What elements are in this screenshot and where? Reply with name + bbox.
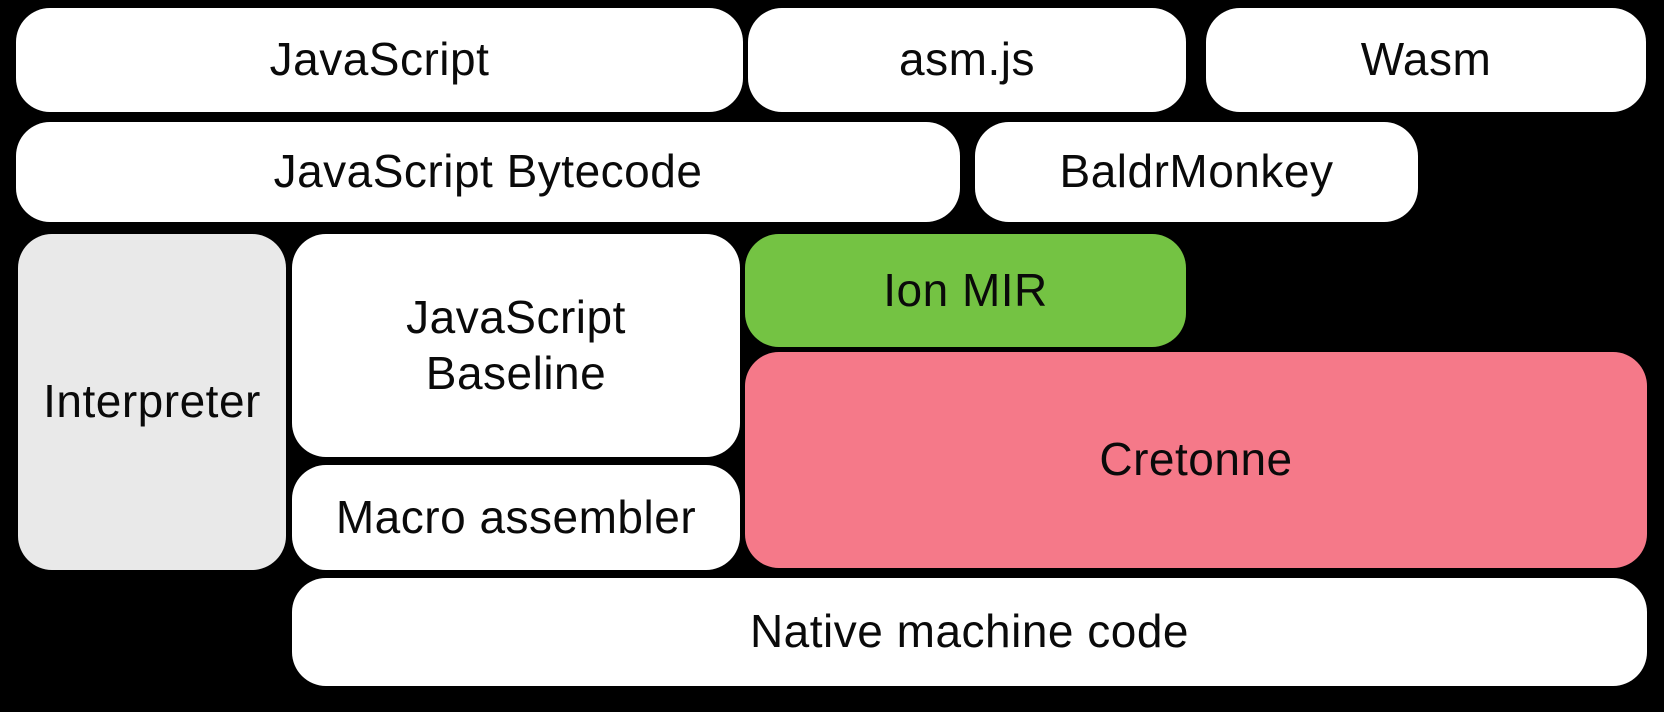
- node-wasm: Wasm: [1206, 8, 1646, 112]
- node-native-machine-code-label: Native machine code: [749, 605, 1190, 658]
- node-cretonne: Cretonne: [745, 352, 1647, 568]
- node-asmjs-label: asm.js: [899, 33, 1035, 86]
- node-baldrmonkey-label: BaldrMonkey: [1059, 145, 1334, 198]
- node-javascript-label: JavaScript: [269, 33, 490, 86]
- node-native-machine-code: Native machine code: [292, 578, 1647, 686]
- node-javascript-baseline: JavaScript Baseline: [292, 234, 740, 457]
- node-macro-assembler: Macro assembler: [292, 465, 740, 570]
- node-wasm-label: Wasm: [1360, 33, 1492, 86]
- node-interpreter-label: Interpreter: [43, 375, 261, 428]
- node-asmjs: asm.js: [748, 8, 1186, 112]
- node-macro-assembler-label: Macro assembler: [335, 490, 697, 543]
- node-javascript-bytecode-label: JavaScript Bytecode: [273, 145, 703, 198]
- node-javascript-baseline-label: JavaScript Baseline: [406, 291, 626, 399]
- node-interpreter: Interpreter: [18, 234, 286, 570]
- node-javascript-bytecode: JavaScript Bytecode: [16, 122, 960, 222]
- node-ion-mir-label: Ion MIR: [883, 263, 1048, 316]
- node-ion-mir: Ion MIR: [745, 234, 1186, 347]
- node-cretonne-label: Cretonne: [1099, 433, 1293, 486]
- node-javascript: JavaScript: [16, 8, 743, 112]
- node-baldrmonkey: BaldrMonkey: [975, 122, 1418, 222]
